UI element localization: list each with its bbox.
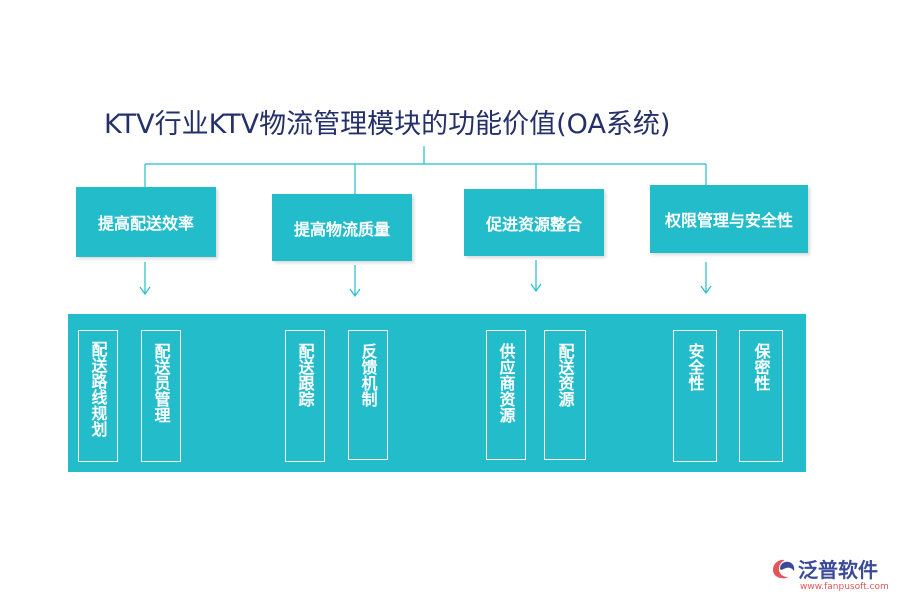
category-box-3: 促进资源整合 (464, 189, 604, 256)
category-box-1: 提高配送效率 (76, 187, 216, 257)
item-box-2-1: 配送跟踪 (285, 330, 325, 462)
item-label: 安全性 (685, 343, 705, 391)
item-box-4-2: 保密性 (739, 330, 783, 462)
diagram-title: KTV行业KTV物流管理模块的功能价值(OA系统) (104, 109, 671, 140)
category-box-4: 权限管理与安全性 (650, 185, 808, 253)
arrow-4-head (700, 285, 712, 295)
category-label: 权限管理与安全性 (664, 211, 793, 230)
item-label: 配送路线规划 (88, 341, 108, 437)
item-box-3-2: 配送资源 (544, 330, 586, 460)
category-box-2: 提高物流质量 (272, 194, 412, 261)
item-label: 反馈机制 (358, 343, 378, 407)
item-box-4-1: 安全性 (673, 330, 717, 462)
item-box-1-1: 配送路线规划 (78, 330, 118, 462)
logo-name: 泛普软件 (798, 558, 878, 582)
arrow-1-head (139, 286, 151, 296)
arrow-2-head (349, 288, 361, 298)
category-label: 促进资源整合 (485, 214, 582, 234)
item-label: 保密性 (751, 343, 771, 391)
logo-url: www.fanpusoft.com (800, 582, 889, 592)
fanpu-logo-icon (773, 559, 795, 579)
category-label: 提高配送效率 (97, 214, 194, 233)
category-label: 提高物流质量 (293, 219, 390, 239)
item-label: 配送员管理 (151, 343, 171, 423)
arrow-3-head (530, 283, 542, 293)
fanpu-logo: 泛普软件 www.fanpusoft.com (770, 552, 892, 596)
items-band (68, 314, 806, 472)
item-box-3-1: 供应商资源 (486, 330, 526, 460)
item-label: 供应商资源 (496, 343, 516, 423)
item-label: 配送跟踪 (295, 343, 315, 407)
item-label: 配送资源 (555, 343, 575, 407)
item-box-1-2: 配送员管理 (141, 330, 181, 462)
item-box-2-2: 反馈机制 (348, 330, 388, 460)
